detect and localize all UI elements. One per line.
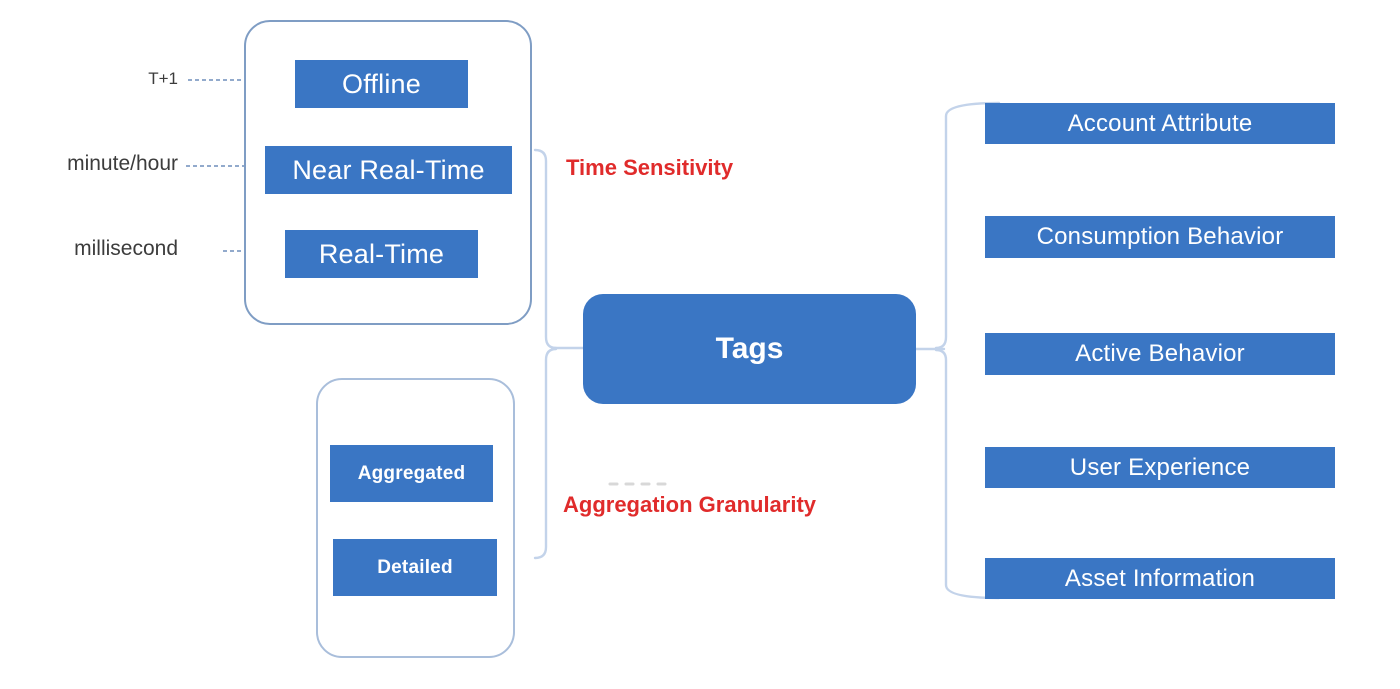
chip-consumption-behavior[interactable]: Consumption Behavior xyxy=(985,216,1335,258)
left-bracket-upper xyxy=(533,148,558,350)
chip-user-experience[interactable]: User Experience xyxy=(985,447,1335,488)
aggregation-granularity-group xyxy=(316,378,515,658)
branch-label-time-sensitivity: Time Sensitivity xyxy=(566,155,734,180)
chip-asset-information[interactable]: Asset Information xyxy=(985,558,1335,599)
branch-label-aggregation-granularity: Aggregation Granularity xyxy=(563,492,817,517)
chip-active-behavior[interactable]: Active Behavior xyxy=(985,333,1335,375)
chip-offline[interactable]: Offline xyxy=(295,60,468,108)
chip-near-real-time[interactable]: Near Real-Time xyxy=(265,146,512,194)
chip-detailed[interactable]: Detailed xyxy=(333,539,497,596)
chip-aggregated[interactable]: Aggregated xyxy=(330,445,493,502)
scale-label-minute-hour: minute/hour xyxy=(67,152,178,175)
scale-label-millisecond: millisecond xyxy=(74,237,178,260)
left-bracket-lower xyxy=(533,347,558,560)
chip-real-time[interactable]: Real-Time xyxy=(285,230,478,278)
center-node-tags[interactable]: Tags xyxy=(583,294,916,404)
chip-account-attribute[interactable]: Account Attribute xyxy=(985,103,1335,144)
scale-label-t1: T+1 xyxy=(148,69,178,88)
